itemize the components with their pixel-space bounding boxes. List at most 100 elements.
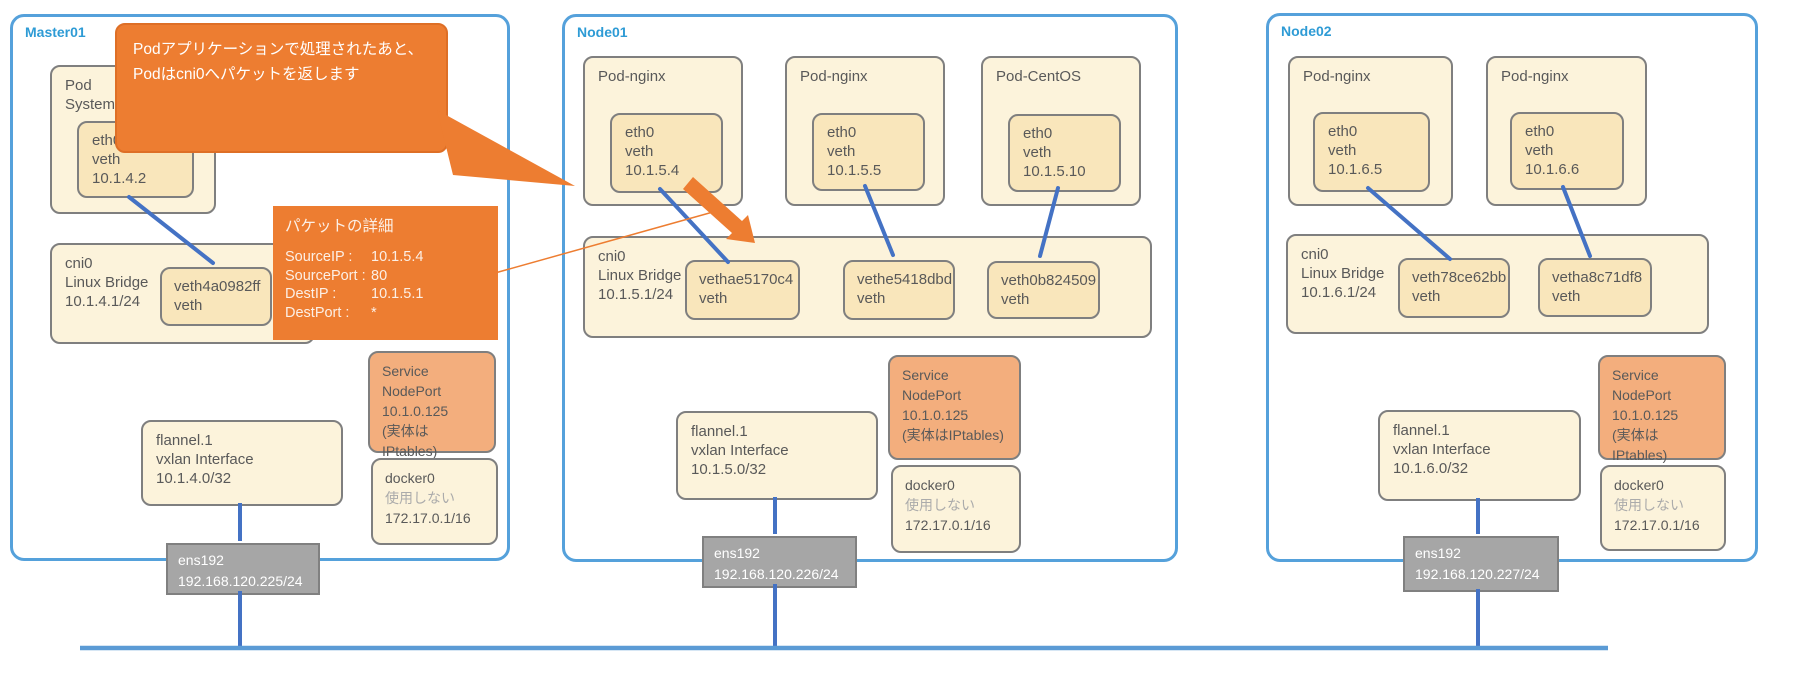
service-line: (実体はIPtables) [902,427,1004,443]
ens192-nic-box: ens192 192.168.120.226/24 [702,536,857,588]
pod-box: Pod-nginx eth0 veth 10.1.5.4 [583,56,743,206]
flannel-name: flannel.1 [691,423,748,440]
eth0-name: eth0 [92,132,122,149]
pod-box: Pod-nginx eth0 veth 10.1.5.5 [785,56,945,206]
eth0-interface-box: eth0 veth 10.1.6.5 [1313,112,1430,192]
service-line: (実体はIPtables) [382,423,438,459]
service-line: Service [382,363,429,379]
packet-row: SourceIP : 10.1.5.4 [285,248,486,267]
eth0-type: veth [625,143,654,160]
eth0-name: eth0 [1328,123,1358,140]
node-node02: Node02 Pod-nginx eth0 veth 10.1.6.5 Pod-… [1266,13,1758,592]
pod-subtitle: System用 [65,96,131,113]
pod-title: Pod-nginx [1303,68,1371,85]
packet-row-value: 10.1.5.1 [371,286,424,302]
service-line: 10.1.0.125 [1612,407,1679,423]
flannel-ip: 10.1.5.0/32 [691,461,767,478]
eth0-ip: 10.1.5.5 [827,162,882,179]
pod-box: Pod-nginx eth0 veth 10.1.6.6 [1486,56,1647,206]
docker0-note: 使用しない [385,490,455,506]
eth0-ip: 10.1.5.10 [1023,163,1086,180]
flannel-name: flannel.1 [156,432,213,449]
packet-row-value: 10.1.5.4 [371,249,424,265]
callout-line: Podアプリケーションで処理されたあと、 [133,41,424,58]
eth0-type: veth [92,151,121,168]
ens192-name: ens192 [1415,545,1461,561]
flannel-vxlan-box: flannel.1 vxlan Interface 10.1.4.0/32 [141,420,343,506]
ens192-nic-box: ens192 192.168.120.225/24 [166,543,320,595]
veth-box: veth0b824509 veth [987,261,1100,319]
flannel-name: flannel.1 [1393,422,1450,439]
eth0-ip: 10.1.6.6 [1525,161,1580,178]
pod-title: Pod-CentOS [996,68,1082,85]
eth0-type: veth [1023,144,1052,161]
veth-box: vetha8c71df8 veth [1538,258,1652,317]
flannel-ip: 10.1.6.0/32 [1393,460,1469,477]
pod-box: Pod-CentOS eth0 veth 10.1.5.10 [981,56,1141,206]
eth0-name: eth0 [1525,123,1555,140]
node-label: Node01 [577,24,628,40]
service-line: 10.1.0.125 [902,407,969,423]
eth0-name: eth0 [827,124,857,141]
service-nodeport-box: Service NodePort 10.1.0.125 (実体はIPtables… [1598,355,1726,463]
packet-row-label: DestPort : [285,304,350,321]
pod-title: Pod-nginx [1501,68,1569,85]
ens192-nic-box: ens192 192.168.120.227/24 [1403,536,1559,592]
pod-box: Pod-nginx eth0 veth 10.1.6.5 [1288,56,1453,206]
veth-type: veth [857,290,886,307]
eth0-interface-box: eth0 veth 10.1.5.4 [610,113,723,193]
eth0-type: veth [827,143,856,160]
bridge-name: cni0 [1301,246,1329,263]
flannel-ip: 10.1.4.0/32 [156,470,232,487]
docker0-ip: 172.17.0.1/16 [905,517,991,533]
bridge-type: Linux Bridge [1301,265,1385,282]
eth0-type: veth [1525,142,1554,159]
node-label: Node02 [1281,23,1332,39]
pod-title: Pod-nginx [598,68,666,85]
packet-row-label: SourcePort : [285,267,366,284]
eth0-interface-box: eth0 veth 10.1.6.6 [1510,112,1624,190]
veth-type: veth [1412,288,1441,305]
docker0-ip: 172.17.0.1/16 [385,510,471,526]
node-node01: Node01 Pod-nginx eth0 veth 10.1.5.4 Pod-… [562,14,1178,588]
veth-type: veth [699,290,728,307]
eth0-name: eth0 [625,124,655,141]
veth-type: veth [174,297,203,314]
bridge-type: Linux Bridge [65,274,149,291]
bridge-name: cni0 [65,255,93,272]
veth-name: vethae5170c4 [699,271,794,288]
eth0-ip: 10.1.4.2 [92,170,147,187]
docker0-note: 使用しない [905,497,975,513]
ens192-ip: 192.168.120.226/24 [714,566,839,582]
ens192-ip: 192.168.120.225/24 [178,573,303,589]
flannel-type: vxlan Interface [691,442,789,459]
eth0-type: veth [1328,142,1357,159]
bridge-ip: 10.1.6.1/24 [1301,284,1377,301]
ens192-ip: 192.168.120.227/24 [1415,566,1540,582]
packet-row-value: * [371,304,377,321]
flannel-type: vxlan Interface [1393,441,1491,458]
service-line: NodePort [1612,387,1672,403]
pod-title: Pod-nginx [800,68,868,85]
docker0-box: docker0 使用しない 172.17.0.1/16 [891,465,1021,553]
veth-box: vethe5418dbd veth [843,260,955,320]
packet-row-label: DestIP : [285,286,337,302]
service-nodeport-box: Service NodePort 10.1.0.125 (実体はIPtables… [888,355,1021,460]
cni0-bridge-box: cni0 Linux Bridge 10.1.5.1/24 vethae5170… [583,236,1152,338]
veth-box: vethae5170c4 veth [685,260,800,320]
veth-name: vetha8c71df8 [1552,269,1643,286]
flannel-vxlan-box: flannel.1 vxlan Interface 10.1.6.0/32 [1378,410,1581,501]
veth-name: vethe5418dbd [857,271,953,288]
veth-name: veth78ce62bb [1412,269,1507,286]
docker0-ip: 172.17.0.1/16 [1614,517,1700,533]
docker0-note: 使用しない [1614,497,1684,513]
veth-box: veth4a0982ff veth [160,267,272,326]
veth-name: veth4a0982ff [174,278,261,295]
service-line: Service [1612,367,1659,383]
docker0-name: docker0 [905,477,955,493]
flannel-type: vxlan Interface [156,451,254,468]
pod-title: Pod [65,77,92,94]
eth0-ip: 10.1.6.5 [1328,161,1383,178]
eth0-interface-box: eth0 veth 10.1.5.5 [812,113,925,191]
eth0-interface-box: eth0 veth 10.1.5.10 [1008,114,1121,192]
